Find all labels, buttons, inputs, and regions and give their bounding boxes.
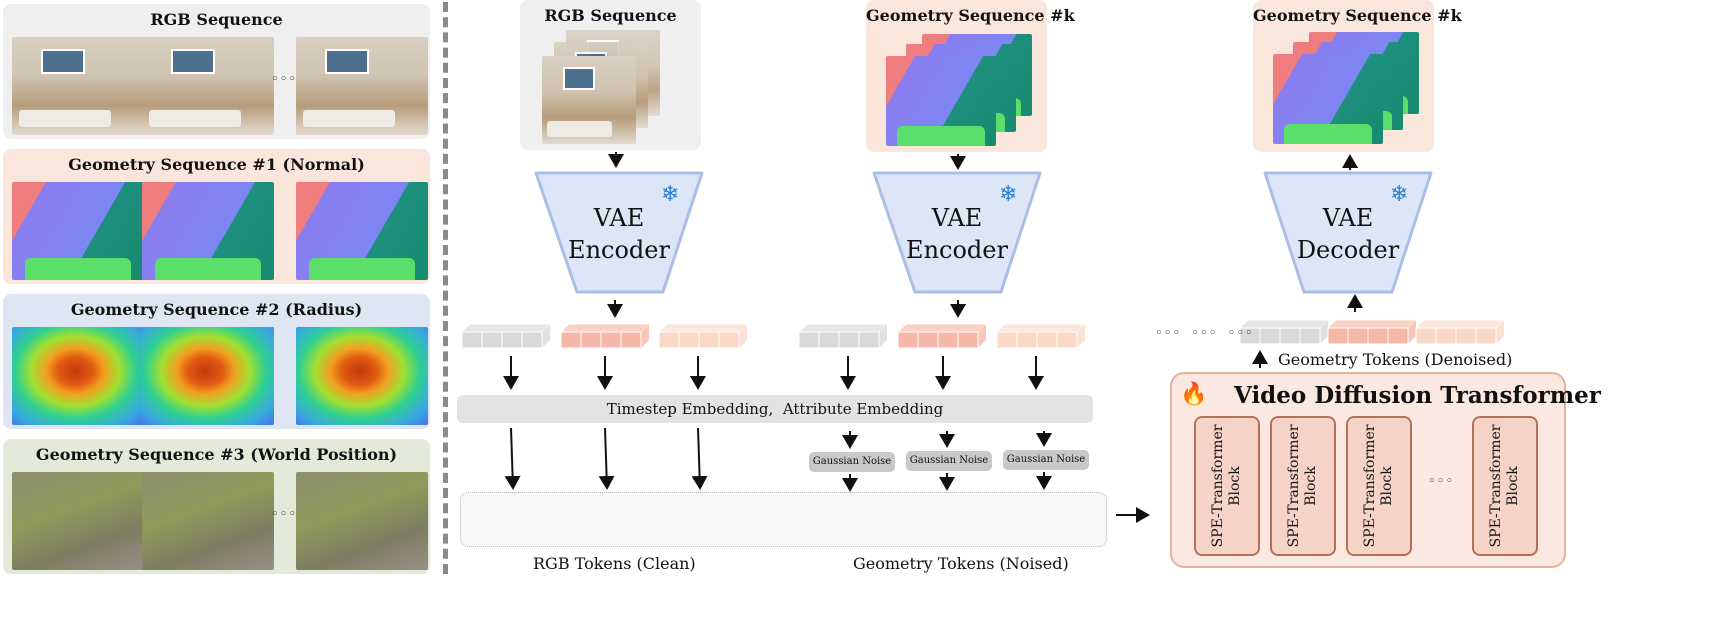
vae-encoder-geometry: VAE Encoder ❄ (869, 172, 1045, 296)
panel-title: Geometry Sequence #2 (Radius) (70, 300, 363, 319)
geometry-denoised-token-strip (1415, 319, 1505, 345)
normal-stack-image (1273, 54, 1383, 144)
spe-transformer-block: SPE-Transformer Block (1472, 416, 1538, 556)
arrow (504, 427, 521, 490)
embedding-label: Timestep Embedding, Attribute Embedding (606, 400, 944, 418)
geometry-sequence-k-output-card: Geometry Sequence #k (1253, 0, 1462, 152)
snowflake-icon: ❄ (1390, 182, 1409, 207)
panel-title: RGB Sequence (150, 10, 283, 29)
card-title: Geometry Sequence #k (1253, 6, 1462, 25)
world-position-frame-image (296, 472, 428, 570)
panel-title: Geometry Sequence #3 (World Position) (35, 445, 398, 464)
gaussian-noise-badge: Gaussian Noise (906, 451, 992, 471)
rgb-stack-image (542, 56, 636, 144)
fire-icon: 🔥 (1180, 382, 1208, 407)
rgb-token-strip (658, 323, 748, 349)
geometry-tokens-noised-label: Geometry Tokens (Noised) (853, 554, 1069, 573)
radius-frame-image (142, 327, 274, 425)
token-sequence-container (460, 492, 1107, 547)
panel-title: Geometry Sequence #1 (Normal) (68, 155, 365, 174)
vae-label-line2: Encoder (568, 236, 670, 264)
ellipsis-icon: ◦◦◦ (271, 72, 298, 87)
dashed-divider (443, 2, 448, 574)
card-title: Geometry Sequence #k (866, 6, 1075, 25)
rgb-token-strip (461, 323, 551, 349)
vae-label-line1: VAE (1322, 204, 1374, 232)
vae-decoder: VAE Decoder ❄ (1260, 172, 1436, 296)
vae-encoder-shape (872, 171, 1042, 294)
spe-transformer-block: SPE-Transformer Block (1346, 416, 1412, 556)
vae-decoder-shape (1263, 171, 1433, 294)
video-diffusion-transformer: 🔥 Video Diffusion Transformer SPE-Transf… (1170, 372, 1601, 568)
panel-radius-sequence: Geometry Sequence #2 (Radius) (3, 294, 430, 429)
ellipsis-icon: ◦◦◦ ◦◦◦ ◦◦◦ (1155, 326, 1254, 341)
rgb-frame-image (142, 37, 274, 135)
geometry-token-strip (798, 323, 888, 349)
panel-world-position-sequence: Geometry Sequence #3 (World Position) ◦◦… (3, 439, 430, 574)
dit-title: Video Diffusion Transformer (1234, 382, 1601, 409)
normal-stack-image (886, 56, 996, 146)
geometry-denoised-token-strip (1327, 319, 1417, 345)
normal-frame-image (142, 182, 274, 280)
panel-rgb-sequence: RGB Sequence ◦◦◦ (3, 4, 430, 139)
geometry-token-strip (996, 323, 1086, 349)
arrow (691, 427, 708, 490)
card-title: RGB Sequence (544, 6, 677, 25)
rgb-frame-image (12, 37, 144, 135)
gaussian-noise-badge: Gaussian Noise (809, 452, 895, 472)
vae-label-line2: Decoder (1296, 236, 1400, 264)
geometry-denoised-token-strip (1239, 319, 1329, 345)
panel-normal-sequence: Geometry Sequence #1 (Normal) (3, 149, 430, 284)
normal-frame-image (296, 182, 428, 280)
spe-transformer-block: SPE-Transformer Block (1194, 416, 1260, 556)
arrow (598, 427, 615, 490)
vae-encoder-rgb: VAE Encoder ❄ (531, 172, 707, 296)
normal-frame-image (12, 182, 144, 280)
rgb-frame-image (296, 37, 428, 135)
spe-transformer-block: SPE-Transformer Block (1270, 416, 1336, 556)
world-position-frame-image (142, 472, 274, 570)
vae-encoder-shape (534, 171, 704, 294)
gaussian-noise-badge: Gaussian Noise (1003, 450, 1089, 470)
geometry-sequence-k-card: Geometry Sequence #k (866, 0, 1075, 152)
rgb-tokens-label: RGB Tokens (Clean) (533, 554, 696, 573)
vae-label-line1: VAE (593, 204, 645, 232)
geometry-token-strip (897, 323, 987, 349)
snowflake-icon: ❄ (999, 182, 1018, 207)
ellipsis-icon: ◦◦◦ (1428, 474, 1455, 489)
snowflake-icon: ❄ (661, 182, 680, 207)
rgb-token-strip (560, 323, 650, 349)
world-position-frame-image (12, 472, 144, 570)
ellipsis-icon: ◦◦◦ (271, 507, 298, 522)
radius-frame-image (12, 327, 144, 425)
embedding-bar: Timestep Embedding, Attribute Embedding (457, 395, 1093, 423)
rgb-sequence-card: RGB Sequence (520, 0, 701, 150)
vae-label-line2: Encoder (906, 236, 1008, 264)
vae-label-line1: VAE (931, 204, 983, 232)
radius-frame-image (296, 327, 428, 425)
geometry-tokens-denoised-label: Geometry Tokens (Denoised) (1278, 350, 1513, 369)
